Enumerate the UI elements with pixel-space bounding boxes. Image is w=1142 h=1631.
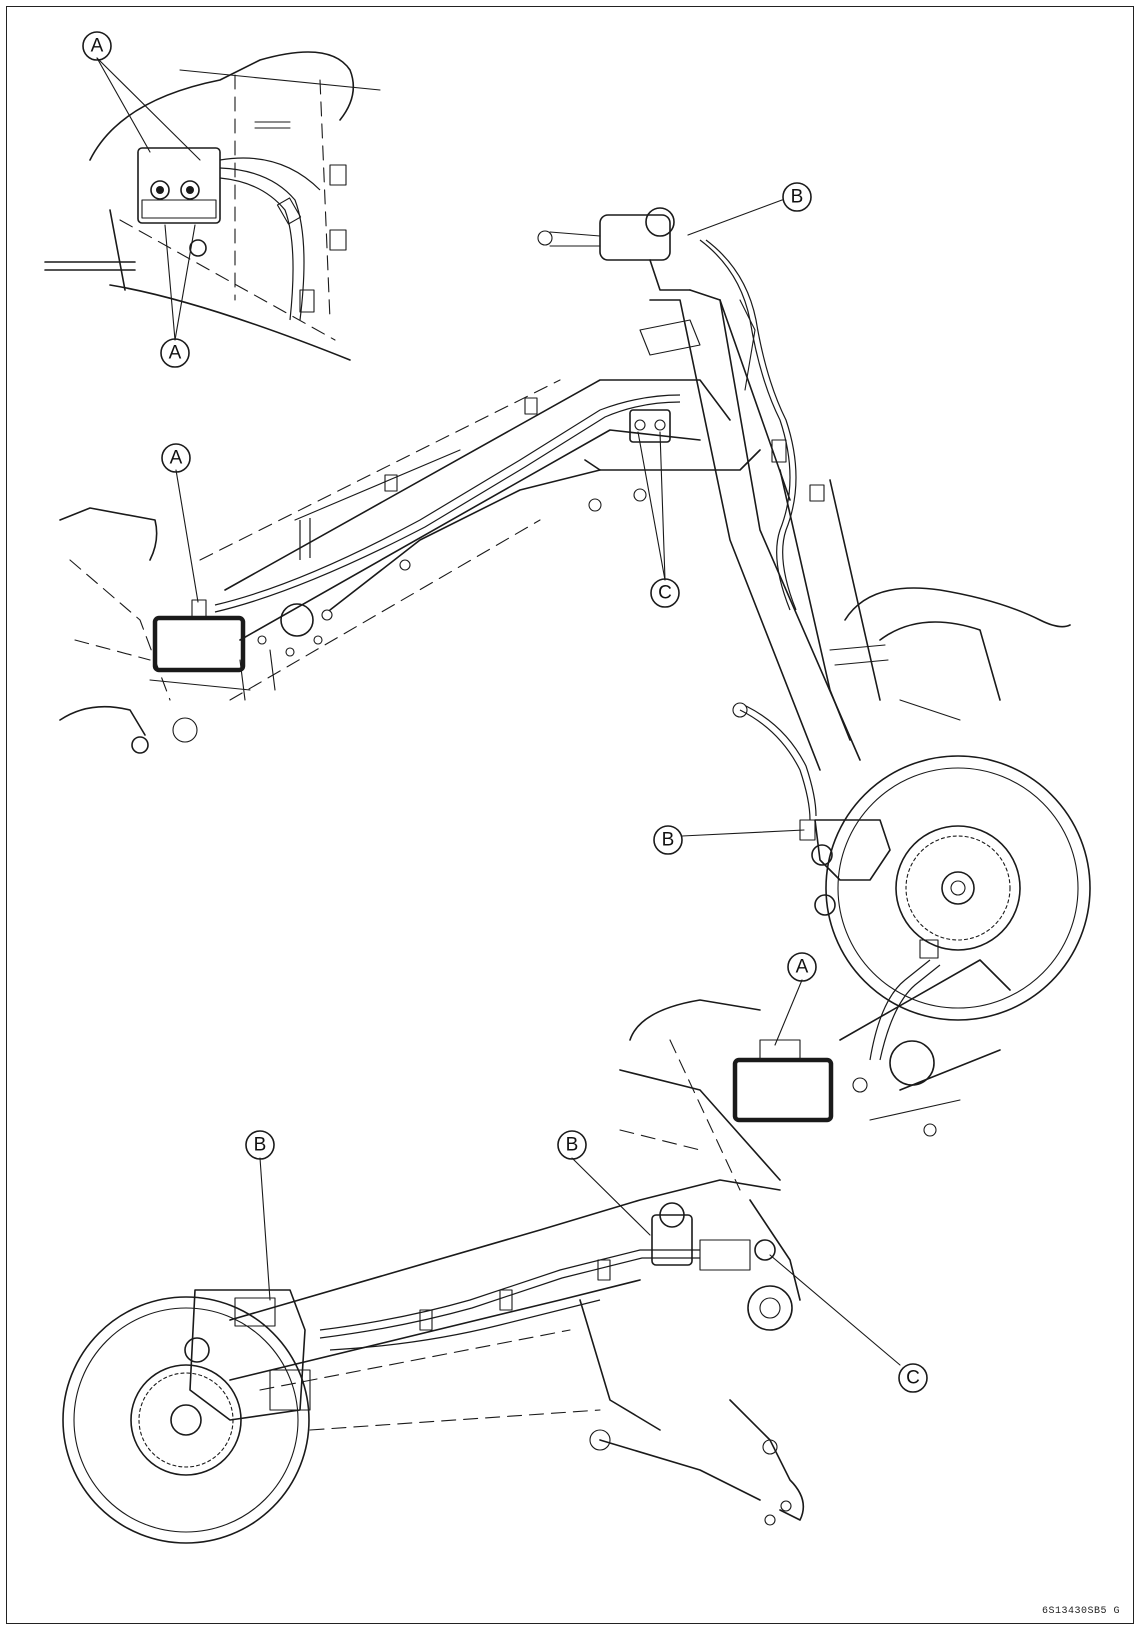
callout-b-rear-master: B — [557, 1130, 587, 1160]
callout-label: C — [658, 583, 672, 604]
callout-b-front-caliper: B — [653, 825, 683, 855]
callout-label: B — [254, 1135, 267, 1156]
rear-brake-disc — [62, 1296, 310, 1544]
callout-label: B — [791, 187, 804, 208]
callout-b-rear-caliper: B — [245, 1130, 275, 1160]
callout-label: A — [170, 448, 183, 469]
callout-label: C — [906, 1368, 920, 1389]
leader-lines — [96, 57, 901, 1366]
callout-label: A — [169, 343, 182, 364]
callout-label: A — [796, 957, 809, 978]
figure-code: 6S13430SB5 G — [1041, 1606, 1120, 1617]
upper-frame-view — [59, 207, 1071, 916]
callout-a-top: A — [82, 31, 112, 61]
callout-label: B — [566, 1135, 579, 1156]
callout-label: B — [662, 830, 675, 851]
callout-a-inset-bottom: A — [160, 338, 190, 368]
callout-b-master-cylinder: B — [782, 182, 812, 212]
lower-swingarm-view — [184, 939, 1011, 1526]
callout-a-lower-abs: A — [787, 952, 817, 982]
callout-c-upper: C — [650, 578, 680, 608]
front-brake-disc — [825, 755, 1091, 1021]
callout-c-lower: C — [898, 1363, 928, 1393]
callout-a-upper-abs: A — [161, 443, 191, 473]
figure-frame — [6, 6, 1134, 1624]
inset-detail-view — [44, 51, 381, 361]
callout-label: A — [91, 36, 104, 57]
